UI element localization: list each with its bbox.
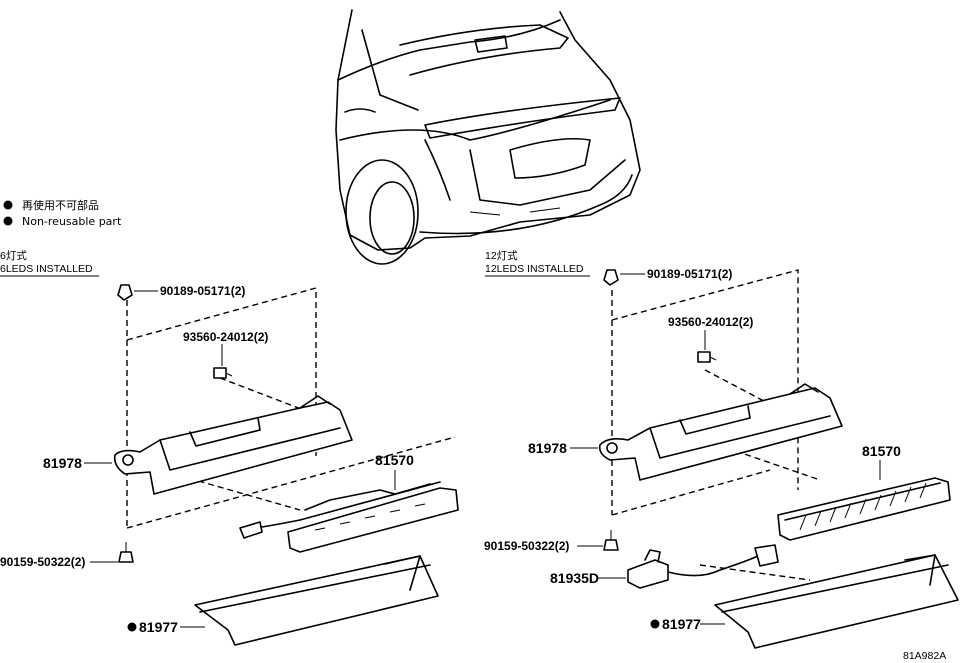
right-lamp-label: 81570 (862, 443, 901, 459)
right-connector-icon (754, 544, 779, 567)
right-bracket-part (598, 387, 843, 481)
left-bolt-label: 90159-50322(2) (0, 555, 85, 569)
screw-icon (213, 367, 227, 379)
left-title-jp: 6灯式 (0, 249, 27, 262)
left-lamp-part (287, 487, 459, 553)
left-cover-label: 81977 (139, 619, 178, 635)
non-reusable-marker-icon (3, 216, 13, 226)
left-title-en: 6LEDS INSTALLED (0, 263, 93, 275)
non-reusable-marker-icon (3, 200, 13, 210)
non-reusable-marker-icon (650, 619, 660, 629)
car-rear-illustration (335, 9, 641, 265)
legend-jp: 再使用不可部品 (22, 198, 99, 212)
clip-icon (117, 284, 133, 301)
left-lamp-label: 81570 (375, 452, 414, 468)
right-cover-label: 81977 (662, 616, 701, 632)
left-bracket-label: 81978 (43, 455, 82, 471)
bolt-icon (118, 551, 134, 563)
right-connector-icon (627, 559, 669, 589)
clip-icon (603, 269, 619, 286)
right-title-jp: 12灯式 (485, 249, 518, 262)
screw-icon (697, 351, 711, 363)
left-cover-part (194, 555, 439, 646)
left-bracket-part (113, 401, 353, 495)
left-screw-label: 93560-24012(2) (183, 330, 268, 344)
illustration-id: 81A982A (903, 650, 946, 662)
right-bolt-label: 90159-50322(2) (484, 539, 569, 553)
right-bracket-label: 81978 (528, 440, 567, 456)
left-section: 6灯式 6LEDS INSTALLED 90189-05171(2) 93560… (0, 249, 459, 646)
right-cover-part (714, 554, 959, 649)
bolt-icon (603, 539, 619, 551)
right-section: 12灯式 12LEDS INSTALLED 90189-05171(2) 935… (484, 249, 959, 649)
legend-en: Non-reusable part (22, 215, 122, 228)
right-lamp-part (777, 477, 951, 541)
left-connector-icon (239, 521, 263, 539)
right-title-en: 12LEDS INSTALLED (485, 263, 584, 275)
right-wire-label: 81935D (550, 570, 599, 586)
right-clip-label: 90189-05171(2) (647, 267, 732, 281)
left-clip-label: 90189-05171(2) (160, 284, 245, 298)
legend: 再使用不可部品 Non-reusable part (3, 198, 122, 228)
non-reusable-marker-icon (127, 622, 137, 632)
right-screw-label: 93560-24012(2) (668, 315, 753, 329)
